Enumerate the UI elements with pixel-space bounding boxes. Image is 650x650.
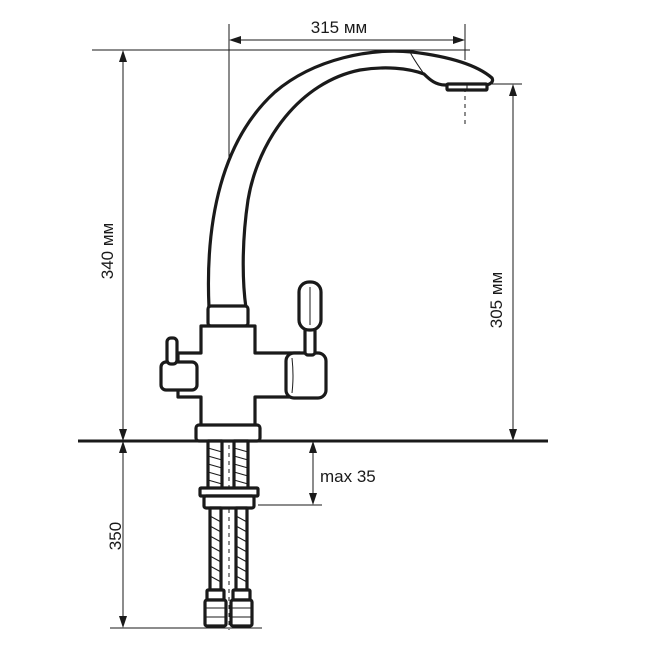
spout-collar: [206, 304, 250, 328]
label-max-countertop: max 35: [320, 467, 376, 486]
label-total-height: 340 мм: [98, 223, 117, 279]
dimension-total-height: 340 мм: [98, 50, 127, 441]
hose-nut-right: [229, 598, 254, 628]
faucet-body: [159, 49, 495, 443]
hose-nut-left: [203, 598, 228, 628]
left-handle-base: [159, 360, 199, 392]
dimension-outlet-height: 305 мм: [487, 84, 517, 441]
fixing-nut: [202, 494, 256, 510]
dimension-max-countertop: max 35: [309, 441, 376, 505]
label-outlet-height: 305 мм: [487, 272, 506, 328]
dimension-hose-length: 350: [106, 441, 127, 628]
faucet-base-ring: [194, 423, 262, 443]
label-spout-reach: 315 мм: [311, 18, 367, 37]
label-hose-length: 350: [106, 522, 125, 550]
spout-joint-line: [409, 51, 425, 75]
dimension-spout-reach: 315 мм: [229, 18, 465, 44]
left-handle-lever: [165, 336, 179, 366]
mounting-assembly: [198, 439, 260, 628]
